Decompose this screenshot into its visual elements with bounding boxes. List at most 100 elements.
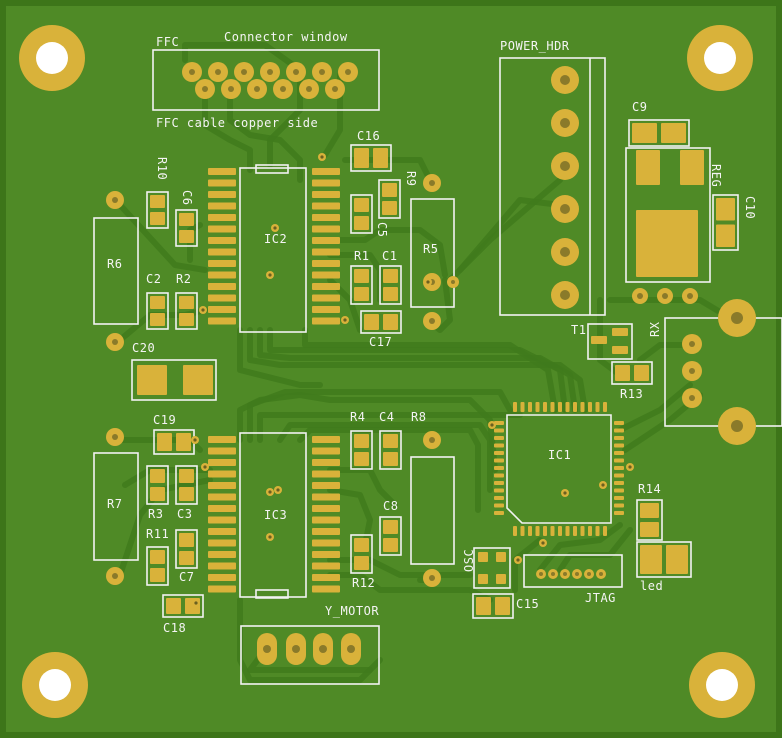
c7-pad — [179, 551, 194, 565]
ic1-pad — [614, 488, 624, 493]
via-hole — [193, 438, 197, 442]
drill-hole — [319, 69, 325, 75]
ic1-pad — [558, 526, 562, 536]
drill-hole — [241, 69, 247, 75]
c3-pad — [179, 469, 194, 483]
y-motor-label: Y_MOTOR — [325, 604, 380, 618]
via-hole — [273, 226, 277, 230]
ic3-pad — [208, 459, 236, 466]
copper-trace — [117, 477, 213, 578]
ic2-pad — [312, 214, 340, 221]
ic3-label: IC3 — [264, 508, 288, 522]
ic1-pad — [614, 436, 624, 440]
copper-trace — [557, 527, 633, 573]
ic2-pad — [208, 248, 236, 256]
ic2-pad — [208, 191, 236, 198]
c2-label: C2 — [146, 272, 162, 286]
c9-outline — [628, 119, 690, 147]
r2-label: R2 — [176, 272, 192, 286]
drill-hole — [280, 86, 286, 92]
ic2-outline — [239, 167, 307, 333]
via-hole — [201, 308, 205, 312]
ic2-pad — [312, 168, 340, 175]
reg-label: REG — [709, 164, 723, 188]
via-hole — [276, 488, 280, 492]
ic3-pad — [208, 447, 236, 455]
drill-hole — [687, 293, 693, 299]
drill-hole — [112, 339, 118, 345]
mounting-hole — [39, 669, 71, 701]
c10-pad — [716, 224, 735, 247]
drill-hole — [202, 86, 208, 92]
ic1-pad — [614, 466, 624, 470]
ic3-pad — [312, 436, 340, 443]
ic3-pad — [312, 539, 340, 547]
r4-label: R4 — [350, 410, 366, 424]
drill-hole — [429, 575, 435, 581]
r9-pad — [382, 183, 397, 197]
c19-label: C19 — [153, 413, 177, 427]
drill-hole — [267, 69, 273, 75]
r1-outline — [350, 265, 373, 305]
ic2-pad — [208, 225, 236, 233]
drill-hole — [451, 280, 455, 284]
copper-trace — [202, 92, 253, 173]
c4-label: C4 — [379, 410, 395, 424]
ic2-pad — [312, 294, 340, 302]
ic1-pad — [614, 511, 624, 515]
ic1-pad — [565, 526, 570, 536]
ic1-pad — [543, 526, 547, 536]
c17-pad — [364, 314, 379, 330]
ic1-pad — [595, 526, 600, 536]
r10-pad — [150, 195, 165, 208]
ic2-pad — [312, 179, 340, 187]
ic1-pad — [494, 473, 504, 478]
ic2-pad — [312, 202, 340, 210]
drill-hole — [293, 69, 299, 75]
c2-pad — [150, 296, 165, 309]
c10-pad — [716, 198, 735, 221]
led-pad — [666, 545, 688, 574]
copper-trace — [342, 157, 433, 183]
r14-label: R14 — [638, 482, 662, 496]
via-hole — [426, 280, 430, 284]
ic3-pad — [312, 447, 340, 455]
copper-trace — [457, 197, 563, 273]
ic3-pad — [208, 493, 236, 501]
ic1-pad — [614, 481, 624, 485]
via-hole — [203, 465, 207, 469]
ic3-pad — [312, 482, 340, 489]
ic1-pad — [565, 402, 570, 412]
regulator-pad — [636, 150, 660, 185]
copper-trace — [302, 327, 558, 413]
drill-hole — [215, 69, 221, 75]
r2-pad — [179, 296, 194, 309]
drill-hole — [429, 318, 435, 324]
ic1-pad — [528, 402, 532, 412]
copper-trace — [247, 327, 588, 413]
c8-outline — [379, 516, 402, 556]
copper-trace — [327, 227, 448, 278]
r7-label: R7 — [107, 497, 123, 511]
ic1-pad — [494, 436, 504, 440]
ic1-pad — [614, 496, 624, 500]
r13-label: R13 — [620, 387, 644, 401]
ic1-pad — [535, 526, 540, 536]
ic2-pad — [312, 248, 340, 256]
copper-trace — [597, 297, 623, 378]
ic1-pad — [513, 526, 517, 536]
drill-hole — [306, 86, 312, 92]
c2-outline — [146, 292, 169, 330]
ic2-pad — [312, 225, 340, 233]
via-hole — [628, 465, 632, 469]
r3-pad — [150, 487, 165, 501]
ic1-pad — [580, 402, 585, 412]
ic2-pad — [312, 191, 340, 198]
c5-pad — [354, 216, 369, 230]
ic2-label: IC2 — [264, 232, 288, 246]
copper-trace — [607, 297, 733, 321]
copper-trace — [227, 92, 303, 183]
led-outline — [636, 541, 692, 578]
r7-outline — [93, 452, 139, 561]
